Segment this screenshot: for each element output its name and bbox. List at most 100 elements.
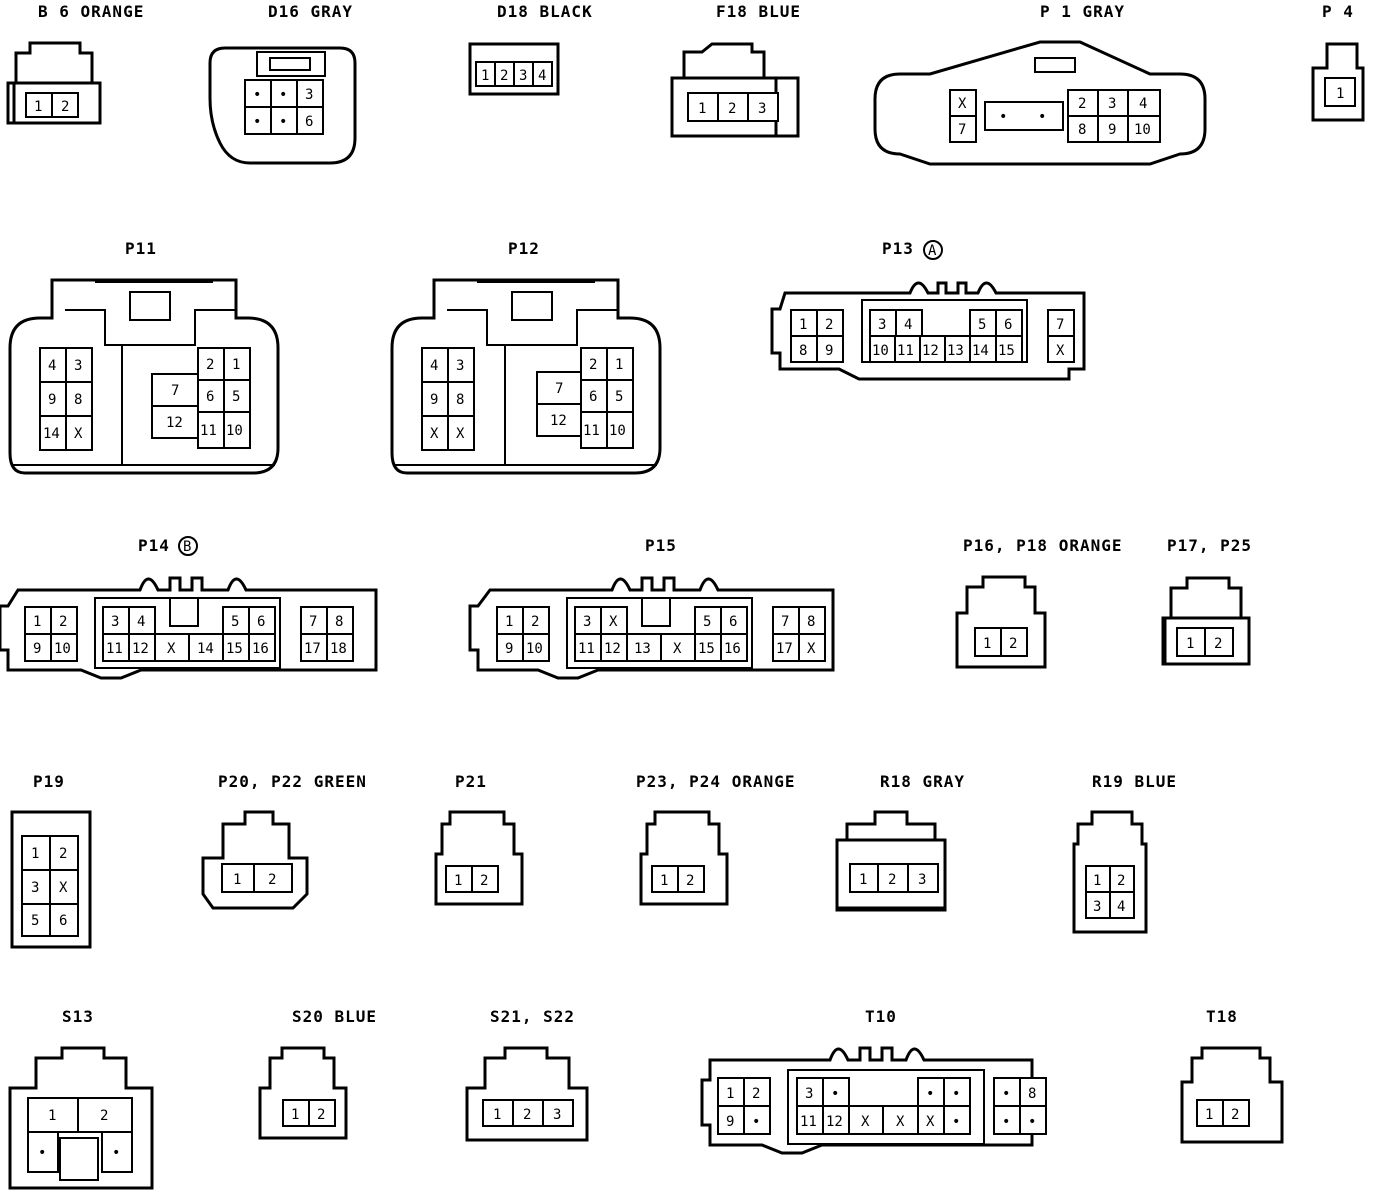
pin-grid: X 7 • • 2 3 4 8 9 10 bbox=[949, 89, 1161, 143]
connector-label: P15 bbox=[645, 536, 677, 555]
pin: 8 bbox=[799, 343, 807, 359]
pin: 1 bbox=[1093, 873, 1101, 889]
pin: 12 bbox=[922, 343, 939, 359]
pin: • bbox=[926, 1086, 934, 1102]
pin: X bbox=[456, 426, 465, 442]
pin: 6 bbox=[59, 913, 67, 929]
pin: 10 bbox=[526, 641, 543, 657]
pin: • bbox=[752, 1114, 760, 1130]
pin: 2 bbox=[59, 846, 67, 862]
pin: 7 bbox=[781, 614, 789, 630]
pin-grid: 1 2 bbox=[974, 627, 1028, 657]
pin: X bbox=[958, 96, 967, 112]
pin-grid: 1 2 8 9 3 4 5 6 10 11 12 13 14 15 7 X bbox=[790, 309, 1075, 363]
pin: 1 bbox=[291, 1107, 299, 1123]
pin: 2 bbox=[317, 1107, 325, 1123]
pin: 3 bbox=[878, 317, 886, 333]
connector-p14: P14 B 1 2 9 bbox=[0, 536, 378, 680]
pin: 14 bbox=[972, 343, 989, 359]
pin: 2 bbox=[480, 873, 488, 889]
pin-grid: 1 2 3 bbox=[849, 863, 939, 893]
pin: 6 bbox=[589, 389, 597, 405]
connector-label: P13 bbox=[882, 239, 914, 258]
connector-label: R18 GRAY bbox=[880, 772, 965, 791]
pin: 2 bbox=[206, 357, 214, 373]
connector-r18: R18 GRAY 1 2 3 bbox=[835, 772, 965, 912]
connector-label: D16 GRAY bbox=[268, 2, 353, 21]
pin-grid: • • 3 • • 6 bbox=[244, 79, 324, 135]
pin: 1 bbox=[33, 614, 41, 630]
pin: 5 bbox=[703, 614, 711, 630]
connector-f18: F18 BLUE 1 2 3 bbox=[670, 2, 800, 138]
pin: 1 bbox=[726, 1086, 734, 1102]
pin: 10 bbox=[872, 343, 889, 359]
pin: 9 bbox=[1108, 122, 1116, 138]
pin: 7 bbox=[309, 614, 317, 630]
pin-grid: 1 2 bbox=[1196, 1099, 1250, 1127]
pin: • bbox=[1002, 1114, 1010, 1130]
pin: 2 bbox=[1078, 96, 1086, 112]
pin: 9 bbox=[505, 641, 513, 657]
pin: • bbox=[999, 109, 1007, 125]
pin: 9 bbox=[430, 392, 438, 408]
pin-grid: 1 2 3 4 bbox=[1085, 865, 1135, 919]
pin: 1 bbox=[615, 357, 623, 373]
pin-grid: 1 2 bbox=[282, 1099, 336, 1127]
connector-label: P23, P24 ORANGE bbox=[636, 772, 796, 791]
pin: 3 bbox=[583, 614, 591, 630]
pin: 8 bbox=[335, 614, 343, 630]
pin: X bbox=[1056, 343, 1065, 359]
pin: 3 bbox=[74, 358, 82, 374]
pin: 1 bbox=[983, 636, 991, 652]
connector-p17-p25: P17, P25 1 2 bbox=[1161, 536, 1252, 666]
pin: • bbox=[1028, 1114, 1036, 1130]
pin-grid: 4 3 9 8 14 X 7 12 2 1 6 5 11 10 bbox=[39, 347, 251, 451]
pin: 4 bbox=[48, 358, 56, 374]
connector-label: P 4 bbox=[1322, 2, 1354, 21]
pin: 2 bbox=[589, 357, 597, 373]
pin: 8 bbox=[1078, 122, 1086, 138]
connector-label: B 6 ORANGE bbox=[38, 2, 144, 21]
pin: 10 bbox=[226, 423, 243, 439]
pin: 3 bbox=[456, 358, 464, 374]
pin: 10 bbox=[609, 423, 626, 439]
connector-p19: P19 1 2 3 X 5 6 bbox=[10, 772, 92, 949]
pin: 14 bbox=[43, 426, 60, 442]
connector-p20-p22: P20, P22 GREEN 1 2 bbox=[201, 772, 366, 910]
pin: 5 bbox=[231, 614, 239, 630]
pin: 1 bbox=[1205, 1107, 1213, 1123]
pin: 2 bbox=[268, 872, 276, 888]
connector-b6: B 6 ORANGE 1 2 bbox=[6, 2, 144, 125]
pin-grid: 1 2 bbox=[25, 92, 79, 118]
pin: 3 bbox=[1093, 899, 1101, 915]
pin: 2 bbox=[61, 99, 69, 115]
pin-grid: 4 3 9 8 X X 7 12 2 1 6 5 11 10 bbox=[421, 347, 634, 451]
connector-label: P17, P25 bbox=[1167, 536, 1252, 555]
pin: 2 bbox=[1009, 636, 1017, 652]
badge-letter: B bbox=[183, 539, 191, 555]
connector-label: T18 bbox=[1206, 1007, 1238, 1026]
pin: 1 bbox=[232, 357, 240, 373]
pin-grid: 1 2 bbox=[651, 865, 705, 893]
pin: • bbox=[952, 1114, 960, 1130]
connector-t10: T10 1 2 9 • 3 • • bbox=[700, 1007, 1047, 1155]
pin: 7 bbox=[958, 122, 966, 138]
pin: 12 bbox=[604, 641, 621, 657]
pin: 14 bbox=[197, 641, 214, 657]
connector-s21-s22: S21, S22 1 2 3 bbox=[465, 1007, 589, 1142]
badge-circle: B bbox=[178, 536, 198, 556]
pin: X bbox=[59, 880, 68, 896]
pin: • bbox=[831, 1086, 839, 1102]
pin: • bbox=[112, 1145, 120, 1161]
connector-label: P14 bbox=[138, 536, 170, 555]
pin: 3 bbox=[553, 1107, 561, 1123]
connector-label: P19 bbox=[33, 772, 65, 791]
pin: 11 bbox=[800, 1114, 817, 1130]
pin-grid: 1 2 bbox=[221, 863, 293, 893]
pin: X bbox=[430, 426, 439, 442]
connector-label: P11 bbox=[125, 239, 157, 258]
pin: 12 bbox=[550, 413, 567, 429]
pin: 2 bbox=[686, 873, 694, 889]
pin: X bbox=[807, 641, 816, 657]
